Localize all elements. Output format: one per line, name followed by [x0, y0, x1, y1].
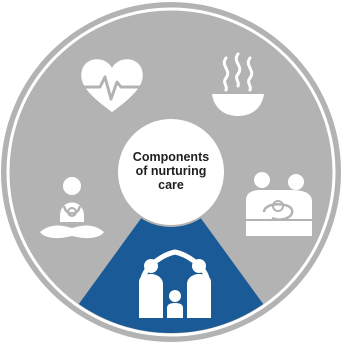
steaming-bowl-icon — [212, 52, 264, 116]
center-title-line-1: Components — [132, 150, 210, 164]
segment-separator-ring — [6, 7, 336, 337]
family-shelter-icon — [139, 249, 211, 318]
center-title-line-2: of nurturing — [135, 164, 207, 178]
child-playing-icon — [40, 177, 104, 239]
center-title-line-3: care — [158, 178, 184, 192]
parent-holding-baby-icon — [246, 172, 312, 236]
heart-pulse-icon — [80, 59, 144, 112]
segment-family-shelter — [78, 218, 264, 334]
center-title: Components of nurturing care — [121, 150, 221, 192]
center-disc — [118, 119, 224, 225]
